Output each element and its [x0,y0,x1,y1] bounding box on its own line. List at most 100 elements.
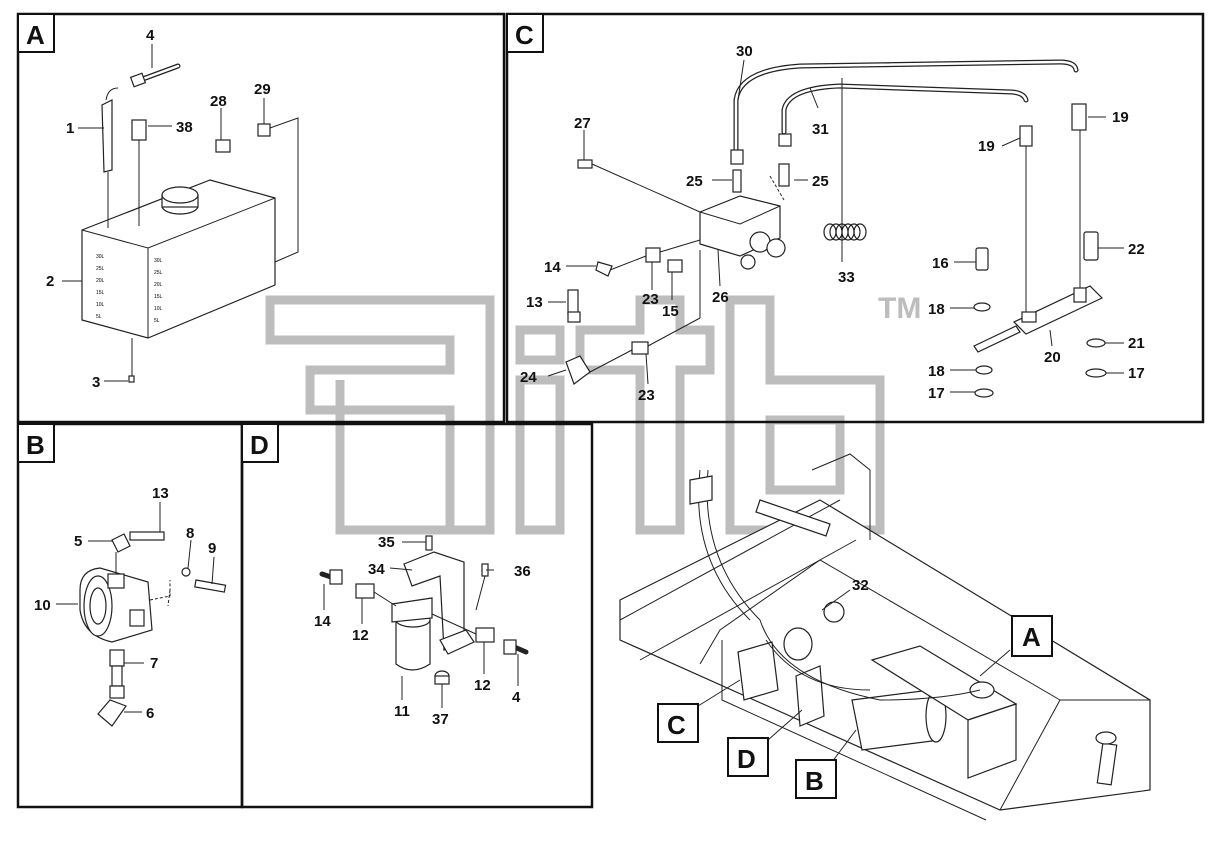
svg-text:30L: 30L [96,254,105,260]
part-number-10: 10 [34,597,51,614]
adapter-12-left [355,583,375,599]
svg-text:10L: 10L [154,306,163,312]
fitting-28 [215,139,231,153]
panel-label-c: C [506,13,544,53]
part-number-27: 27 [574,115,591,132]
part-number-24: 24 [520,369,537,386]
part-number-23-upper: 23 [642,291,659,308]
svg-text:D: D [737,744,756,774]
breather [131,119,147,141]
panel-d-filter-assembly: 35 34 36 14 12 12 4 11 37 [314,534,531,728]
part-number-12-left: 12 [352,627,369,644]
part-number-29: 29 [254,81,271,98]
svg-text:10L: 10L [96,302,105,308]
svg-text:20L: 20L [96,278,105,284]
svg-text:15L: 15L [96,290,105,296]
callout-d: D [727,709,803,777]
panel-label-d: D [241,423,279,463]
svg-text:30L: 30L [154,258,163,264]
svg-text:B: B [805,766,824,796]
part-number-18-upper: 18 [928,301,945,318]
part-number-25-right: 25 [812,173,829,190]
callout-c: C [657,679,741,743]
level-scale-left: 30L 25L 20L 15L 10L 5L [96,254,105,320]
part-number-36: 36 [514,563,531,580]
part-number-21: 21 [1128,335,1145,352]
plug-15 [667,259,683,273]
svg-text:25L: 25L [96,266,105,272]
part-number-9: 9 [208,540,216,557]
part-number-15: 15 [662,303,679,320]
cylinder-rod [973,325,1021,353]
level-scale-right: 30L 25L 20L 15L 10L 5L [154,258,163,324]
part-number-31: 31 [812,121,829,138]
adapter-12-right [475,627,495,643]
part-number-13: 13 [526,294,543,311]
panel-frames [16,12,1205,809]
fitting-29 [257,123,271,137]
part-number-6: 6 [146,705,154,722]
part-number-16: 16 [932,255,949,272]
svg-text:5L: 5L [154,318,160,324]
svg-text:A: A [26,20,45,50]
svg-text:20L: 20L [154,282,163,288]
part-number-17-right: 17 [1128,365,1145,382]
part-number-12-right: 12 [474,677,491,694]
hydraulic-tank [81,179,276,339]
panel-c-valve-assembly: 30 31 27 25 25 33 14 13 24 23 15 26 23 1… [520,43,1145,404]
part-number-33: 33 [838,269,855,286]
part-number-35: 35 [378,534,395,551]
elbow-24 [565,355,591,385]
panel-label-b: B [17,423,55,463]
svg-text:15L: 15L [154,294,163,300]
part-number-3: 3 [92,374,100,391]
part-number-30: 30 [736,43,753,60]
svg-text:5L: 5L [96,314,102,320]
part-number-17-left: 17 [928,385,945,402]
part-number-14: 14 [314,613,331,630]
part-number-32: 32 [852,577,869,594]
watermark-logo: TM [265,292,921,535]
filter-cartridge [395,619,431,671]
part-number-8: 8 [186,525,194,542]
part-number-13: 13 [152,485,169,502]
part-number-26: 26 [712,289,729,306]
part-number-1: 1 [66,120,74,137]
part-number-4: 4 [146,27,155,44]
part-number-5: 5 [74,533,82,550]
callout-a: A [979,615,1053,677]
part-number-23-lower: 23 [638,387,655,404]
part-number-37: 37 [432,711,449,728]
spring [823,223,867,241]
svg-text:25L: 25L [154,270,163,276]
panel-a-tank-assembly: 30L 25L 20L 15L 10L 5L 30L 25L 20L 15L 1… [46,27,299,391]
part-number-22: 22 [1128,241,1145,258]
part-number-11: 11 [394,703,410,720]
svg-text:B: B [26,430,45,460]
svg-text:D: D [250,430,269,460]
trademark-mark: TM [878,292,921,325]
suction-pipe [101,99,113,173]
svg-text:C: C [667,710,686,740]
part-number-28: 28 [210,93,227,110]
part-number-7: 7 [150,655,158,672]
banjo-bolt [129,531,165,541]
part-number-19-left: 19 [978,138,995,155]
cylinder-body [1012,285,1104,335]
panel-label-a: A [17,13,55,53]
part-number-20: 20 [1044,349,1061,366]
callout-b: B [795,729,857,799]
panel-b-pump-assembly: 5 13 8 9 10 7 6 [34,485,227,727]
part-number-14: 14 [544,259,561,276]
svg-text:C: C [515,20,534,50]
part-number-25-left: 25 [686,173,703,190]
part-number-4: 4 [512,689,521,706]
svg-text:A: A [1022,622,1041,652]
part-number-18-lower: 18 [928,363,945,380]
machine-overview: 32 [619,453,1151,821]
part-number-2: 2 [46,273,54,290]
adapter-23-upper [645,247,661,263]
part-number-19-right: 19 [1112,109,1129,126]
part-number-38: 38 [176,119,193,136]
